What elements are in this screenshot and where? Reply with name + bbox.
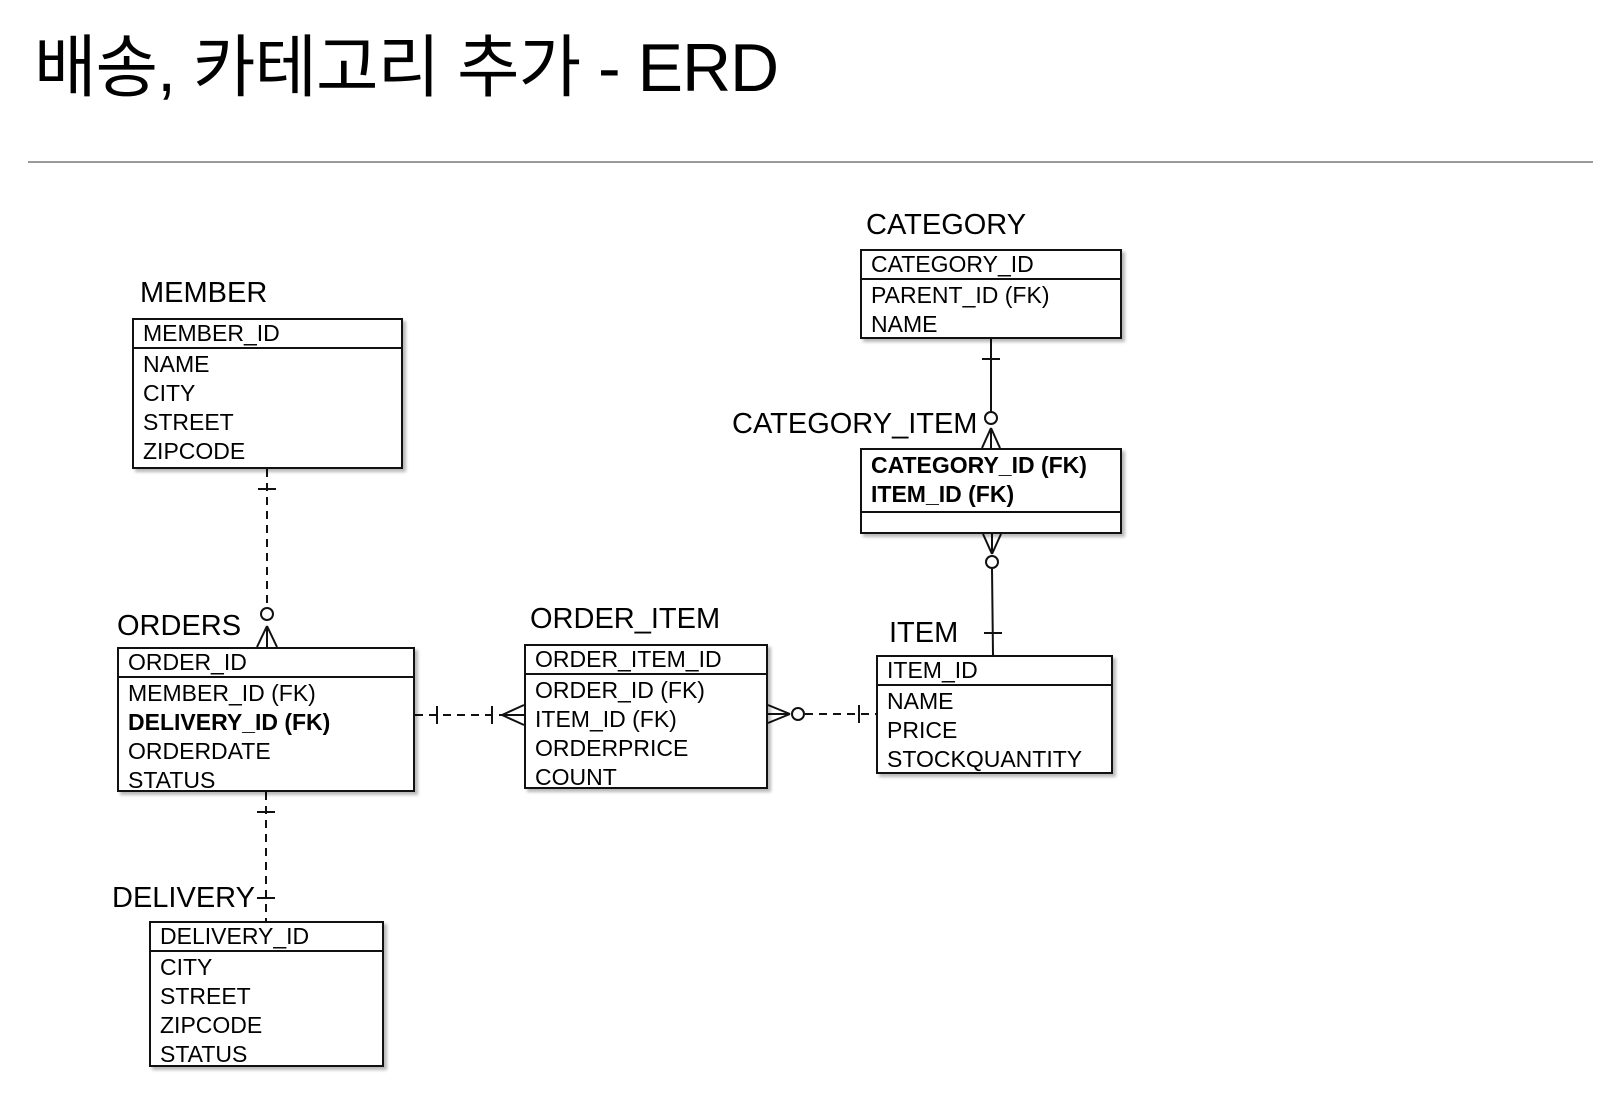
entity-orders-attributes: MEMBER_ID (FK) DELIVERY_ID (FK) ORDERDAT… — [119, 678, 413, 795]
entity-member: MEMBER_ID NAME CITY STREET ZIPCODE — [132, 318, 403, 469]
rel-orders-delivery — [257, 792, 275, 921]
entity-item: ITEM_ID NAME PRICE STOCKQUANTITY — [876, 655, 1113, 774]
attribute: NAME — [143, 351, 210, 377]
attribute: COUNT — [535, 764, 617, 790]
attribute: ZIPCODE — [143, 438, 246, 464]
title-divider — [28, 161, 1593, 163]
attribute: ORDERPRICE — [535, 735, 689, 761]
attribute: PRICE — [887, 717, 958, 743]
rel-categoryitem-item — [982, 533, 1002, 656]
attribute: STATUS — [128, 767, 216, 793]
entity-member-pk: MEMBER_ID — [134, 320, 401, 349]
entity-orderitem-pk: ORDER_ITEM_ID — [526, 646, 766, 675]
entity-member-attributes: NAME CITY STREET ZIPCODE — [134, 349, 401, 466]
rel-orders-orderitem — [415, 704, 525, 726]
entity-category: CATEGORY_ID PARENT_ID (FK) NAME — [860, 249, 1122, 339]
attribute: STREET — [160, 983, 251, 1009]
attribute: ORDER_ID (FK) — [535, 677, 705, 703]
entity-orders-name: ORDERS — [117, 610, 242, 642]
entity-member-name: MEMBER — [140, 277, 268, 309]
attribute: CITY — [143, 380, 196, 406]
attribute: ITEM_ID (FK) — [871, 481, 1015, 507]
entity-item-attributes: NAME PRICE STOCKQUANTITY — [878, 686, 1111, 774]
attribute: STREET — [143, 409, 234, 435]
attribute: CATEGORY_ID (FK) — [871, 452, 1087, 478]
entity-delivery: DELIVERY_ID CITY STREET ZIPCODE STATUS — [149, 921, 384, 1067]
entity-orderitem: ORDER_ITEM_ID ORDER_ID (FK) ITEM_ID (FK)… — [524, 644, 768, 792]
entity-category-pk: CATEGORY_ID — [862, 251, 1120, 280]
entity-orders: ORDER_ID MEMBER_ID (FK) DELIVERY_ID (FK)… — [117, 647, 415, 795]
attribute: ZIPCODE — [160, 1012, 263, 1038]
attribute: STOCKQUANTITY — [887, 746, 1083, 772]
entity-orders-pk: ORDER_ID — [119, 649, 413, 678]
attribute: PARENT_ID (FK) — [871, 282, 1050, 308]
rel-orderitem-item — [767, 704, 876, 724]
attribute: MEMBER_ID (FK) — [128, 680, 316, 706]
entity-category-name: CATEGORY — [866, 209, 1027, 241]
entity-item-name: ITEM — [889, 617, 959, 649]
rel-category-categoryitem — [981, 339, 1001, 449]
attribute: DELIVERY_ID (FK) — [128, 709, 331, 735]
entity-categoryitem: CATEGORY_ID (FK) ITEM_ID (FK) — [860, 448, 1122, 534]
rel-member-orders — [256, 469, 278, 648]
entity-delivery-attributes: CITY STREET ZIPCODE STATUS — [151, 952, 382, 1069]
attribute: ORDERDATE — [128, 738, 271, 764]
entity-orderitem-attributes: ORDER_ID (FK) ITEM_ID (FK) ORDERPRICE CO… — [526, 675, 766, 792]
entity-delivery-pk: DELIVERY_ID — [151, 923, 382, 952]
entity-delivery-name: DELIVERY — [112, 882, 255, 914]
entity-categoryitem-keys: CATEGORY_ID (FK) ITEM_ID (FK) — [862, 450, 1120, 513]
entity-categoryitem-name: CATEGORY_ITEM — [732, 408, 978, 440]
attribute: NAME — [887, 688, 954, 714]
attribute: NAME — [871, 311, 938, 337]
attribute: STATUS — [160, 1041, 248, 1067]
attribute: ITEM_ID (FK) — [535, 706, 677, 732]
entity-category-attributes: PARENT_ID (FK) NAME — [862, 280, 1120, 339]
page-title: 배송, 카테고리 추가 - ERD — [34, 30, 779, 106]
entity-item-pk: ITEM_ID — [878, 657, 1111, 686]
attribute: CITY — [160, 954, 213, 980]
entity-orderitem-name: ORDER_ITEM — [530, 603, 721, 635]
